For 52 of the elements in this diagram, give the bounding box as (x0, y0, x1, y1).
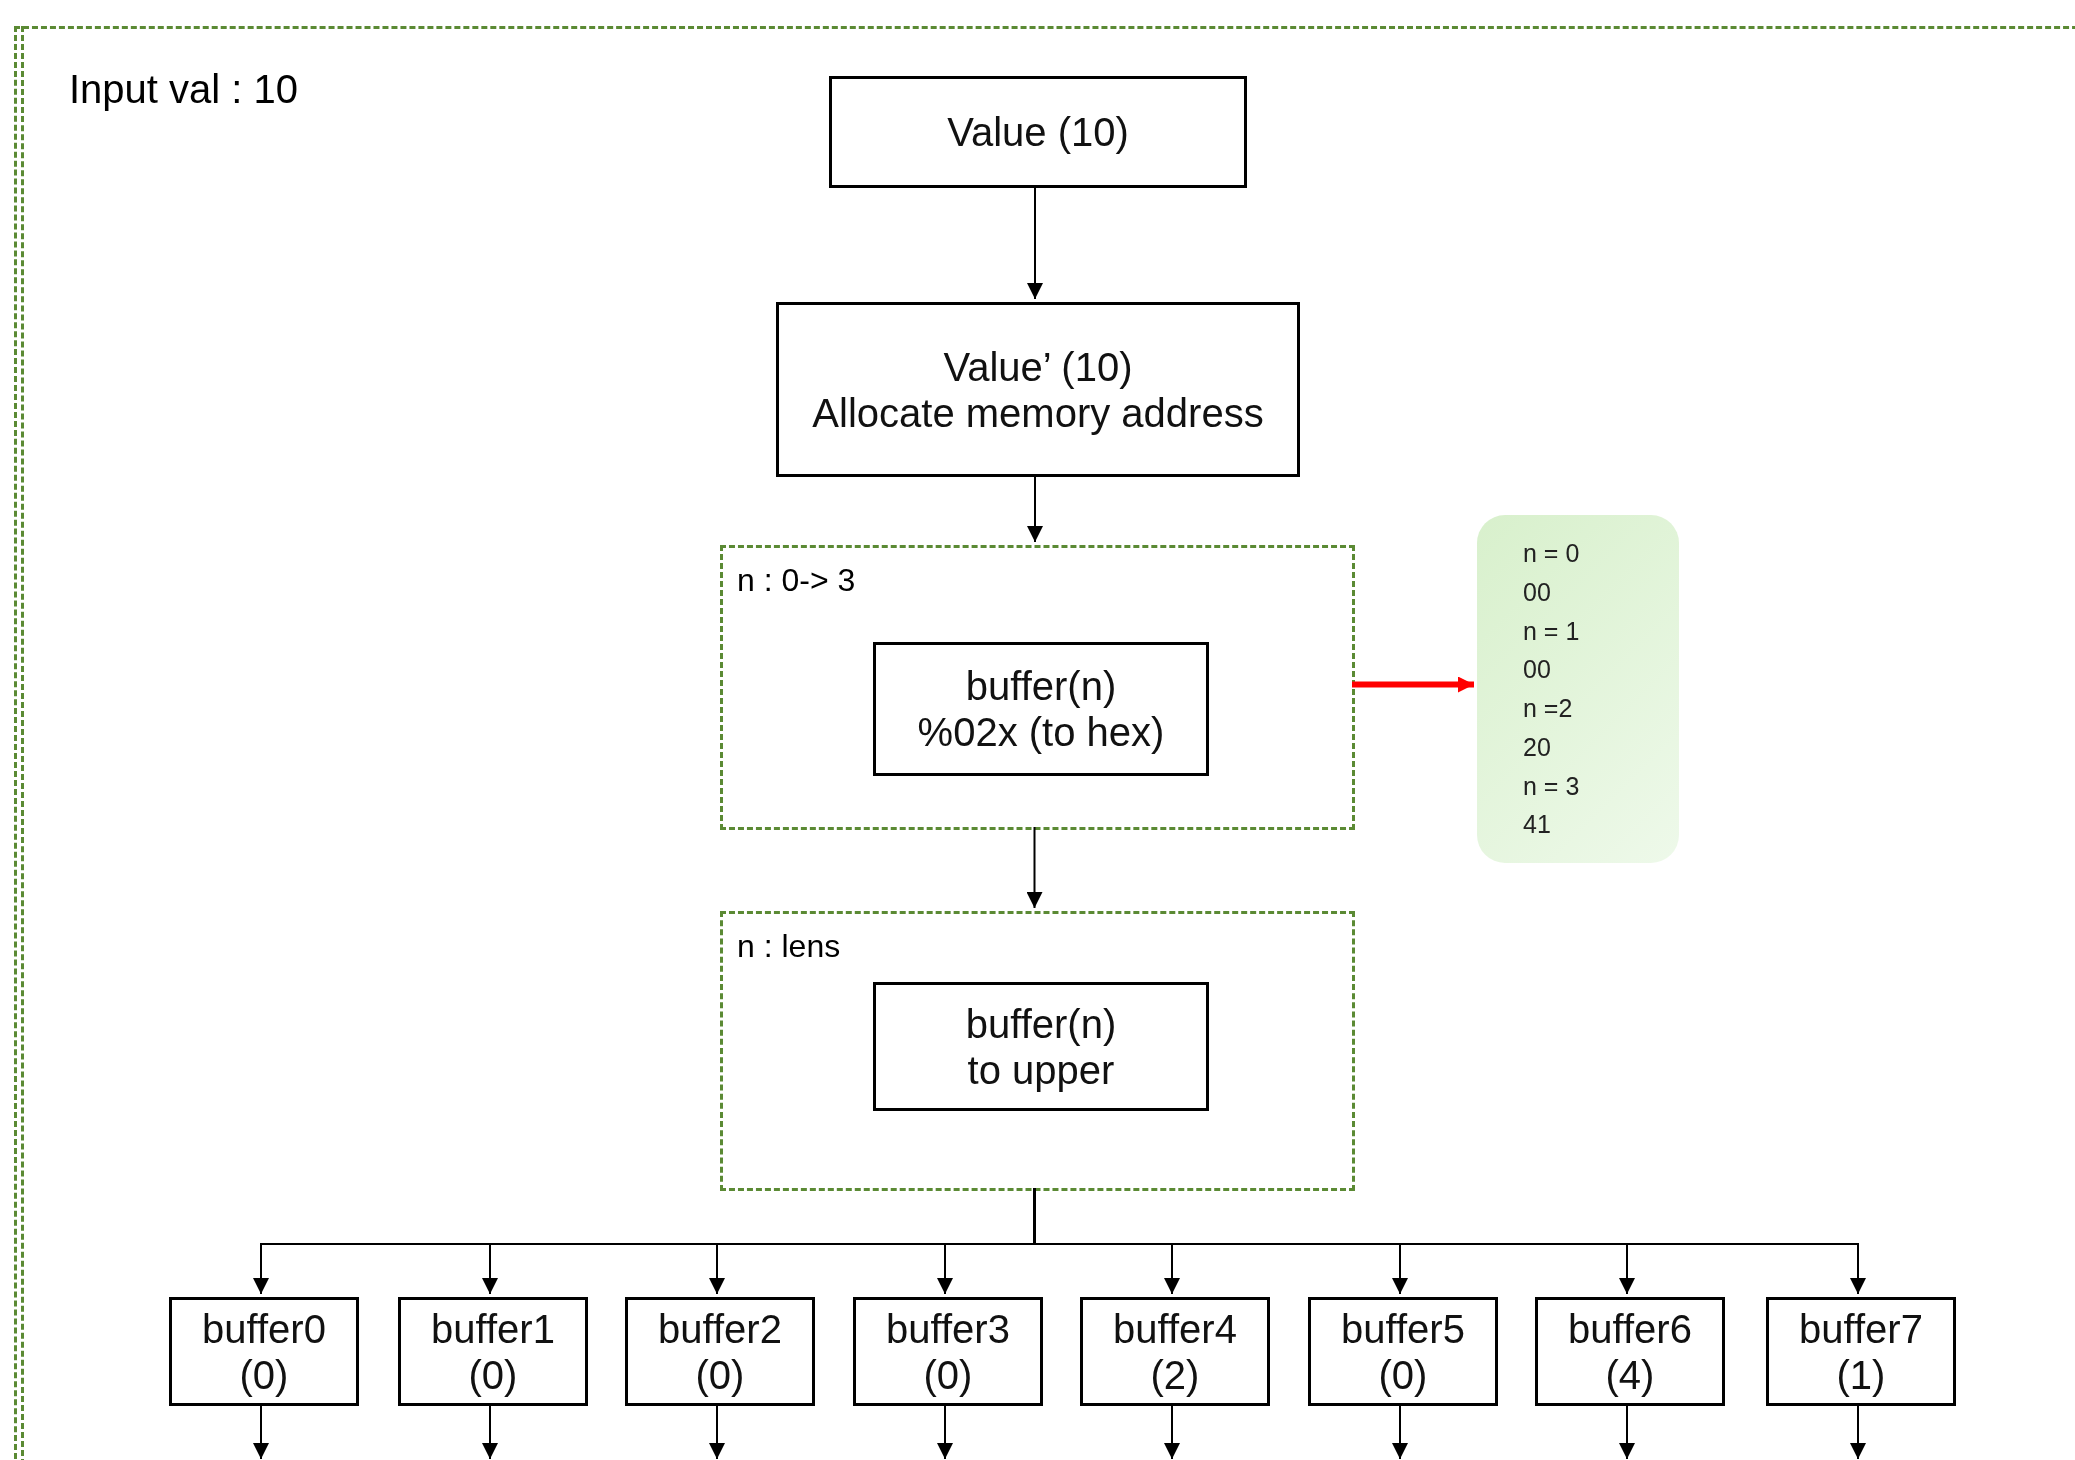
box-text: buffer7 (1799, 1305, 1923, 1352)
loop-label: n : 0-> 3 (737, 562, 856, 599)
arrow (1026, 826, 1043, 909)
box-text: (1) (1836, 1351, 1886, 1398)
process-box (169, 1297, 359, 1406)
box-text: buffer6 (1568, 1305, 1692, 1352)
box-text: buffer1 (431, 1305, 555, 1352)
box-text: (0) (468, 1351, 518, 1398)
input-label: Input val : 10 (69, 67, 299, 112)
box-text: (0) (239, 1351, 289, 1398)
note-line: n = 1 (1523, 615, 1581, 647)
process-box (625, 1297, 815, 1406)
box-text: buffer0 (202, 1305, 326, 1352)
process-box (873, 642, 1209, 776)
note-line: n = 0 (1523, 538, 1581, 569)
box-text: (0) (695, 1351, 745, 1398)
process-box (398, 1297, 588, 1406)
note-line: 00 (1523, 576, 1552, 608)
process-box (776, 302, 1300, 477)
arrow (1033, 1187, 1866, 1295)
process-box (829, 76, 1247, 188)
process-box (1308, 1297, 1498, 1406)
loop-box (720, 911, 1355, 1191)
box-text: buffer5 (1341, 1305, 1465, 1352)
loop-box (720, 545, 1355, 830)
box-text: (0) (923, 1351, 973, 1398)
process-box (1080, 1297, 1270, 1406)
box-text: buffer2 (658, 1305, 782, 1352)
note-line: n = 3 (1523, 770, 1581, 802)
box-text: buffer4 (1113, 1305, 1237, 1352)
process-box (1535, 1297, 1725, 1406)
note-line: 00 (1523, 654, 1552, 686)
box-text: (0) (1378, 1351, 1428, 1398)
note-line: n =2 (1523, 693, 1574, 724)
process-box (873, 982, 1209, 1111)
box-text: (4) (1605, 1351, 1655, 1398)
box-text: Value’ (10) (943, 343, 1133, 390)
process-box (853, 1297, 1043, 1406)
loop-label: n : lens (737, 928, 841, 965)
box-text: buffer(n) (965, 1000, 1117, 1047)
note-card (1477, 515, 1679, 863)
process-box (1766, 1297, 1956, 1406)
box-text: buffer3 (886, 1305, 1010, 1352)
box-text: (2) (1150, 1351, 1200, 1398)
note-line: 20 (1523, 731, 1552, 763)
box-text: to upper (967, 1046, 1115, 1093)
box-text: buffer(n) (965, 663, 1117, 709)
box-text: %02x (to hex) (917, 709, 1165, 755)
box-text: Allocate memory address (812, 389, 1264, 436)
box-text: Value (10) (947, 109, 1129, 155)
note-line: 41 (1523, 809, 1552, 841)
arrow (1352, 676, 1474, 693)
